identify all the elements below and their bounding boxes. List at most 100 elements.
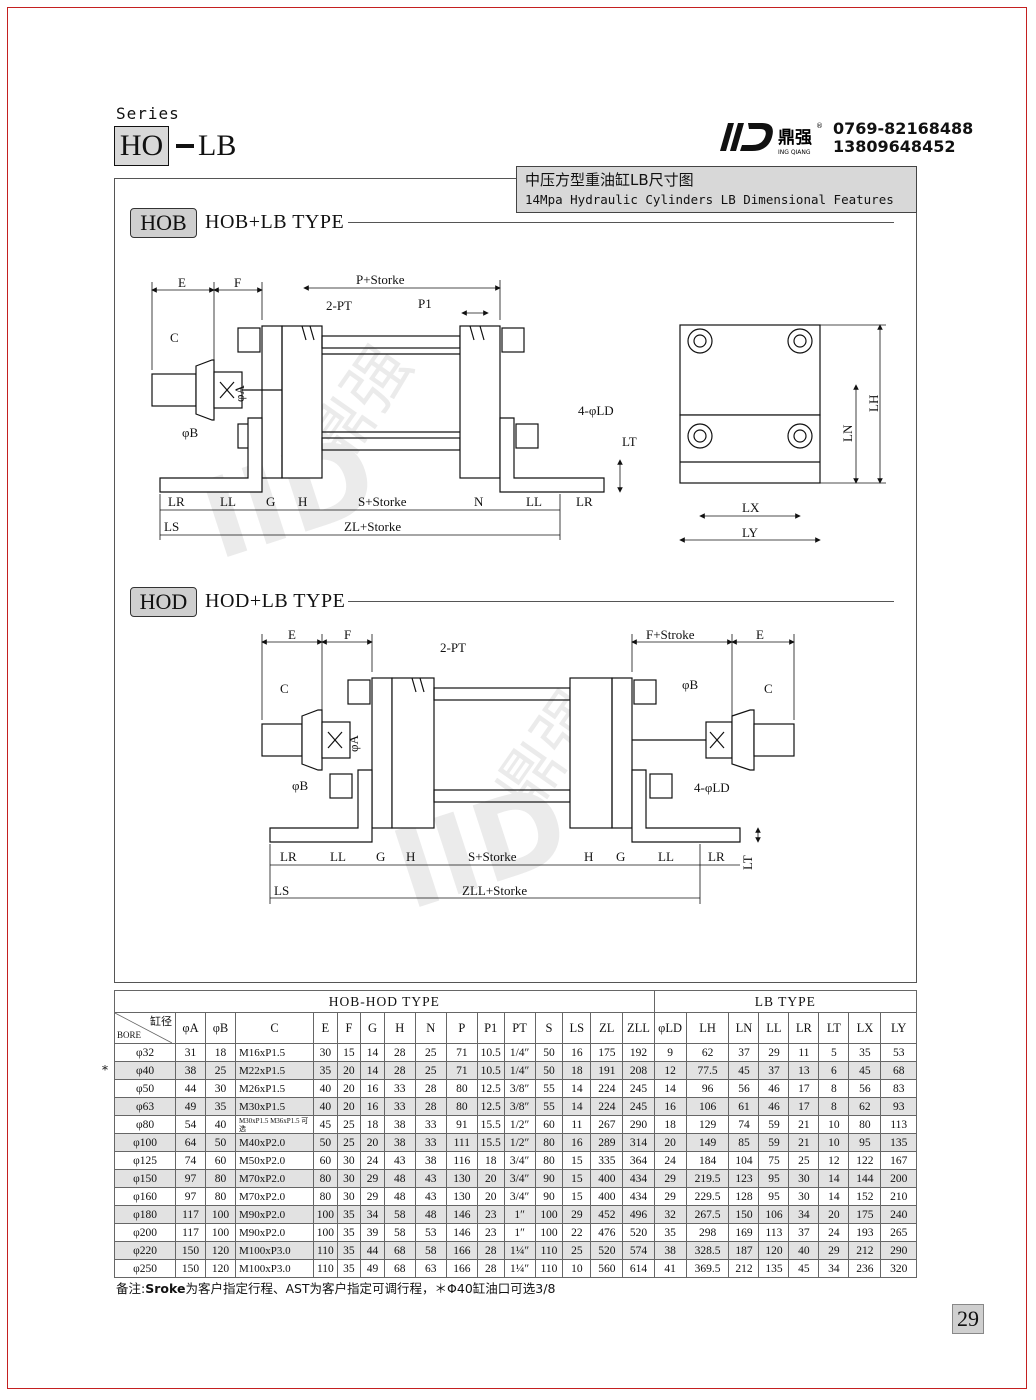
table-cell: 18 (204, 1043, 236, 1062)
table-cell: 614 (622, 1259, 655, 1278)
table-cell: 520 (622, 1223, 655, 1242)
dim-label: φB (682, 677, 699, 692)
hob-tag: HOB (130, 208, 197, 238)
dim-label: 2-PT (326, 298, 352, 313)
table-cell: 28 (476, 1259, 505, 1278)
table-cell: 18 (476, 1151, 505, 1170)
bore-cell: φ250 (113, 1259, 177, 1278)
table-cell: 20 (336, 1097, 362, 1116)
dim-label: LR (168, 494, 185, 509)
table-cell: 184 (685, 1151, 730, 1170)
bore-cell: φ80 (113, 1115, 177, 1134)
table-cell: 68 (880, 1061, 917, 1080)
table-cell: 68 (383, 1259, 416, 1278)
table-cell: 123 (728, 1169, 760, 1188)
dim-label: F+Stroke (646, 627, 695, 642)
dim-label: G (266, 494, 275, 509)
table-cell: 110 (534, 1259, 564, 1278)
dim-label: φB (292, 778, 309, 793)
table-cell: 33 (414, 1133, 447, 1152)
table-cell: 8 (818, 1097, 850, 1116)
table-cell: 80 (848, 1115, 882, 1134)
table-cell: 1/4″ (503, 1061, 536, 1080)
table-cell: 14 (653, 1079, 687, 1098)
table-cell: 191 (590, 1061, 624, 1080)
dim-label: LH (866, 395, 881, 412)
logo-subtext: ING QIANG (778, 149, 811, 156)
table-cell: 40 (313, 1097, 338, 1116)
table-cell: 16 (360, 1079, 385, 1098)
table-cell: 364 (622, 1151, 655, 1170)
table-cell: 44 (360, 1241, 385, 1260)
table-cell: 3/4″ (503, 1187, 536, 1206)
column-header: LY (880, 1012, 917, 1044)
table-cell: 50 (534, 1061, 564, 1080)
table-cell: 33 (383, 1097, 416, 1116)
series-dash (176, 144, 194, 148)
table-cell: 59 (758, 1115, 790, 1134)
dim-label: H (584, 849, 593, 864)
table-cell: 55 (534, 1097, 564, 1116)
table-cell: 113 (880, 1115, 917, 1134)
dim-label: 2-PT (440, 640, 466, 655)
dim-label: LR (280, 849, 297, 864)
table-cell: 55 (534, 1079, 564, 1098)
table-cell: 68 (383, 1241, 416, 1260)
table-cell: 53 (880, 1043, 917, 1062)
table-cell: 210 (880, 1187, 917, 1206)
group-header-right: LB TYPE (653, 990, 918, 1013)
table-cell: 100 (534, 1223, 564, 1242)
table-cell: 167 (880, 1151, 917, 1170)
table-cell: 46 (758, 1097, 790, 1116)
table-cell: 96 (685, 1079, 730, 1098)
bore-cell: φ220 (113, 1241, 177, 1260)
table-cell: 40 (313, 1079, 338, 1098)
table-cell: 30 (336, 1187, 362, 1206)
dim-label: G (376, 849, 385, 864)
column-header: LT (818, 1012, 850, 1044)
table-cell: 74 (728, 1115, 760, 1134)
table-cell: 16 (360, 1097, 385, 1116)
table-cell: 16 (562, 1133, 592, 1152)
table-cell: 146 (445, 1205, 478, 1224)
table-cell: 265 (880, 1223, 917, 1242)
table-cell: 35 (336, 1241, 362, 1260)
hob-end-dimensions (679, 324, 886, 543)
bore-cell: φ160 (113, 1187, 177, 1206)
table-cell: 1/2″ (503, 1133, 536, 1152)
dim-label: LR (576, 494, 593, 509)
table-cell: 328.5 (685, 1241, 730, 1260)
table-cell: 23 (476, 1223, 505, 1242)
table-cell: 38 (414, 1151, 447, 1170)
series-code-box: HO (114, 126, 169, 166)
table-cell: 175 (848, 1205, 882, 1224)
table-cell: 38 (383, 1115, 416, 1134)
table-cell: 9 (653, 1043, 687, 1062)
table-cell: 80 (445, 1079, 478, 1098)
table-cell: 3/8″ (503, 1079, 536, 1098)
column-header: LL (758, 1012, 790, 1044)
table-cell: M26xP1.5 (234, 1079, 315, 1098)
table-cell: 30 (204, 1079, 236, 1098)
table-cell: 50 (534, 1043, 564, 1062)
table-cell: 35 (336, 1205, 362, 1224)
page-number: 29 (952, 1304, 984, 1334)
dim-label: LS (164, 519, 179, 534)
table-cell: 29 (562, 1205, 592, 1224)
table-cell: 146 (445, 1223, 478, 1242)
dim-label: LL (658, 849, 674, 864)
table-cell: 60 (313, 1151, 338, 1170)
dim-label: E (288, 627, 296, 642)
footnote: 备注:Sroke为客户指定行程、AST为客户指定可调行程，＊Φ40缸油口可选3/… (116, 1281, 556, 1296)
column-header: PT (503, 1012, 536, 1044)
dim-label: E (178, 275, 186, 290)
table-cell: 80 (534, 1133, 564, 1152)
table-cell: 40 (204, 1115, 236, 1134)
dim-label: φA (346, 734, 361, 752)
dim-label: φB (182, 425, 199, 440)
table-cell: 29 (653, 1187, 687, 1206)
dim-label: P+Storke (356, 272, 405, 287)
table-cell: 14 (562, 1079, 592, 1098)
table-cell: 1/2″ (503, 1115, 536, 1134)
